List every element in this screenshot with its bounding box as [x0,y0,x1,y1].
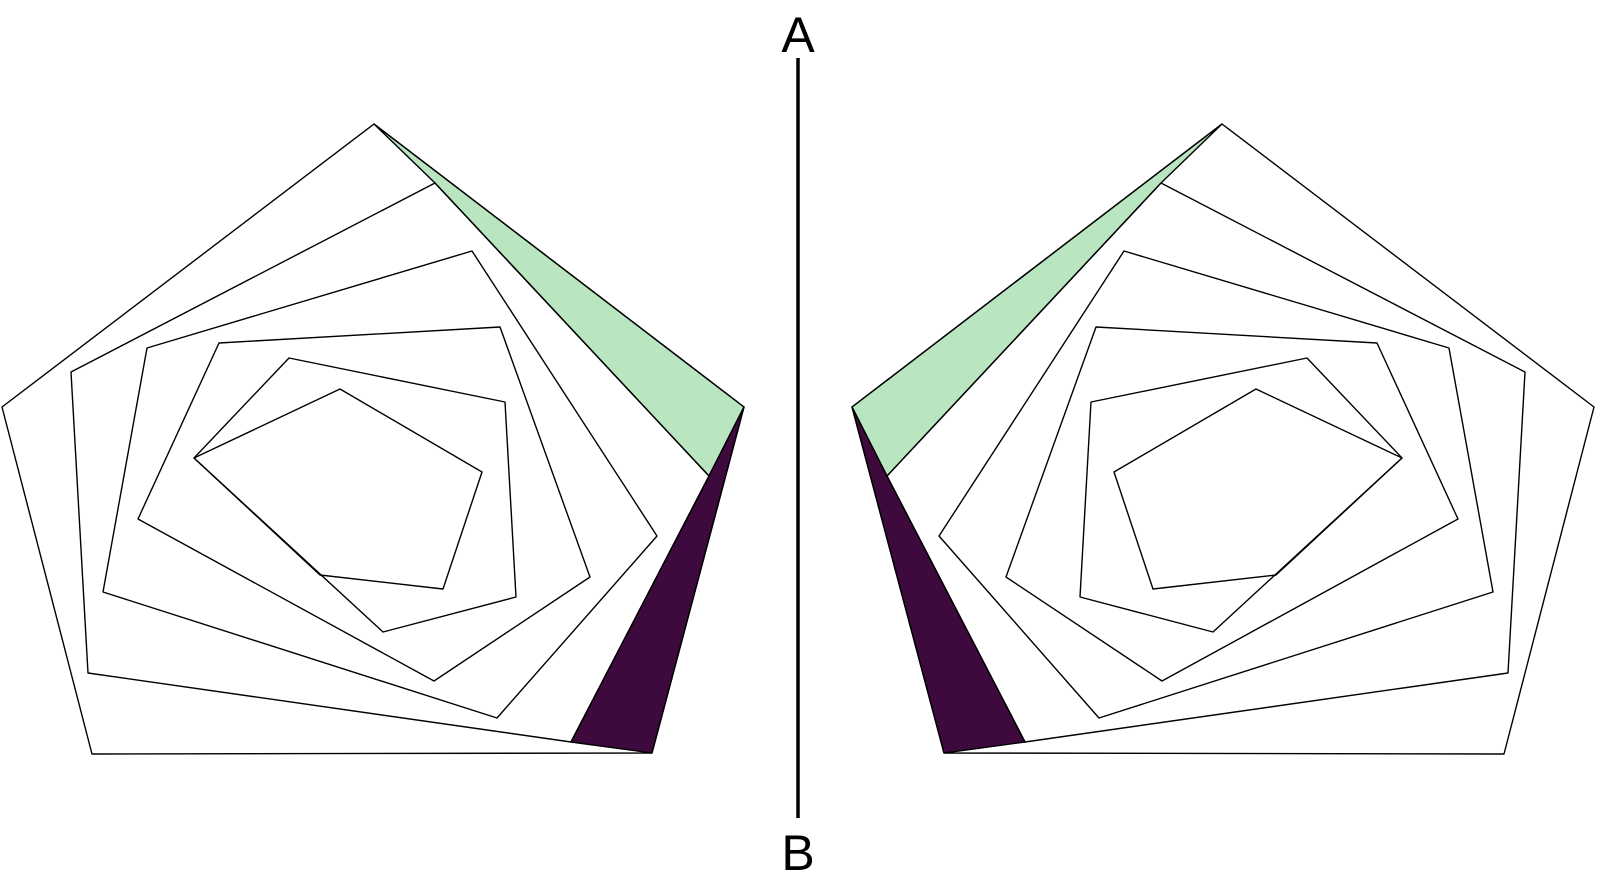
outer-pentagon-mirrored [851,123,1595,755]
spiral-ring-4-mirrored [1005,326,1459,682]
label-b: B [781,825,814,881]
spiral-ring-5-mirrored [1079,357,1403,633]
spiral-ring-6-mirrored [1113,388,1403,590]
spiral-ring-5 [193,357,517,633]
spiral-ring-2 [70,182,710,743]
label-a: A [781,7,815,63]
green-triangle-mirrored [851,123,1223,477]
green-triangle [373,123,745,477]
spiral-ring-2-mirrored [886,182,1526,743]
spiral-ring-3-mirrored [938,250,1494,719]
spiral-ring-4 [137,326,591,682]
purple-triangle [570,406,745,754]
left-pentagon-spiral [1,123,745,755]
spiral-ring-3 [102,250,658,719]
outer-pentagon [1,123,745,755]
right-pentagon-spiral [851,123,1595,755]
purple-triangle-mirrored [851,406,1026,754]
spiral-ring-6 [193,388,483,590]
